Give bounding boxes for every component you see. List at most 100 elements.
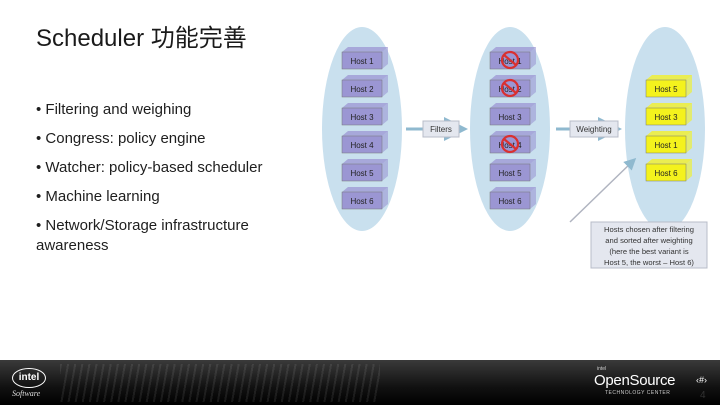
host-box-face [489, 163, 531, 182]
host-box: Host 3 [645, 103, 692, 126]
host-label: Host 2 [350, 85, 374, 94]
host-box-side [530, 47, 536, 69]
host-box-face [341, 163, 383, 182]
host-label: Host 5 [350, 169, 374, 178]
note-text-line: Hosts chosen after filtering [604, 225, 694, 234]
host-box-face [645, 79, 687, 98]
note-text-line: Host 5, the worst – Host 6) [604, 258, 694, 267]
host-box: Host 3 [341, 103, 388, 126]
bullet-item: • Watcher: policy-based scheduler [36, 159, 263, 176]
host-box-face [341, 79, 383, 98]
host-box-side [686, 103, 692, 125]
opensource-subtitle: TECHNOLOGY CENTER [605, 390, 671, 396]
host-box: Host 6 [645, 159, 692, 182]
note-text-line: and sorted after weighting [605, 236, 692, 245]
host-box: Host 3 [489, 103, 536, 126]
host-box-side [382, 187, 388, 209]
host-box-top [646, 131, 692, 136]
host-box-side [382, 75, 388, 97]
host-label: Host 6 [498, 197, 522, 206]
host-box-side [530, 187, 536, 209]
host-box-side [382, 47, 388, 69]
reject-icon-slash [503, 54, 517, 66]
reject-icon [500, 134, 520, 154]
host-box-side [530, 131, 536, 153]
host-box-face [341, 191, 383, 210]
host-box-side [530, 159, 536, 181]
filters-label: Filters [430, 125, 452, 134]
host-box-side [530, 103, 536, 125]
host-box: Host 6 [489, 187, 536, 210]
opensource-intel-label: intel [597, 366, 607, 372]
host-box-side [686, 131, 692, 153]
note-text-line: (here the best variant is [609, 247, 689, 256]
host-box-top [342, 75, 388, 80]
weighting-label: Weighting [576, 125, 611, 134]
note-pointer [569, 157, 637, 223]
host-box-face [645, 163, 687, 182]
host-box-side [530, 75, 536, 97]
host-box-top [342, 47, 388, 52]
host-label: Host 5 [654, 85, 678, 94]
host-box-face [645, 107, 687, 126]
bullet-list: • Filtering and weighing • Congress: pol… [36, 100, 301, 265]
host-box-top [646, 103, 692, 108]
host-box-top [646, 159, 692, 164]
host-box-top [342, 187, 388, 192]
scheduler-diagram: Host 1 Host 2 Host 3 Host 4 Host 5 Host 6 Hos… [322, 27, 708, 269]
footer-bar: intel Software intel OpenSource TECHNOLO… [0, 360, 720, 405]
reject-icon-slash [503, 82, 517, 94]
host-label: Host 3 [350, 113, 374, 122]
host-box: Host 2 [489, 75, 536, 98]
opensource-logo: OpenSource [594, 372, 676, 389]
slide-title: Scheduler 功能完善 [36, 25, 247, 52]
host-box-face [341, 51, 383, 70]
reject-icon [500, 50, 520, 70]
reject-icon-slash [503, 138, 517, 150]
page-number: 4 [700, 390, 706, 401]
host-box: Host 1 [489, 47, 536, 70]
host-box: Host 2 [341, 75, 388, 98]
host-box-side [382, 103, 388, 125]
host-box: Host 6 [341, 187, 388, 210]
host-label: Host 1 [654, 141, 678, 150]
host-box-side [686, 159, 692, 181]
reject-icon [500, 78, 520, 98]
host-box-top [646, 75, 692, 80]
note-box [590, 221, 708, 269]
host-box-side [382, 159, 388, 181]
host-box: Host 4 [489, 131, 536, 154]
host-label: Host 5 [498, 169, 522, 178]
host-box: Host 1 [341, 47, 388, 70]
host-box: Host 1 [645, 131, 692, 154]
host-box-top [490, 47, 536, 52]
weighting-box [569, 120, 619, 138]
software-label: Software [12, 389, 41, 398]
bullet-item: • Network/Storage infrastructure awarene… [36, 217, 249, 254]
host-box-top [490, 159, 536, 164]
host-box: Host 4 [341, 131, 388, 154]
host-box-face [341, 135, 383, 154]
bullet-item: • Congress: policy engine [36, 130, 206, 147]
host-box-face [489, 107, 531, 126]
host-box-side [686, 75, 692, 97]
host-box: Host 5 [645, 75, 692, 98]
filters-box [422, 120, 460, 138]
host-box-face [645, 135, 687, 154]
host-box-top [490, 187, 536, 192]
host-box-face [489, 191, 531, 210]
bullet-item: • Filtering and weighing [36, 101, 192, 118]
page-placeholder: ‹#› [696, 375, 707, 385]
host-label: Host 1 [350, 57, 374, 66]
host-box: Host 5 [489, 159, 536, 182]
host-box-top [342, 131, 388, 136]
host-label: Host 6 [350, 197, 374, 206]
host-box-top [490, 75, 536, 80]
right-host-pool [625, 27, 705, 231]
bullet-item: • Machine learning [36, 188, 160, 205]
host-label: Host 4 [350, 141, 374, 150]
host-box-top [342, 159, 388, 164]
host-label: Host 3 [654, 113, 678, 122]
host-box-top [490, 131, 536, 136]
host-box: Host 5 [341, 159, 388, 182]
